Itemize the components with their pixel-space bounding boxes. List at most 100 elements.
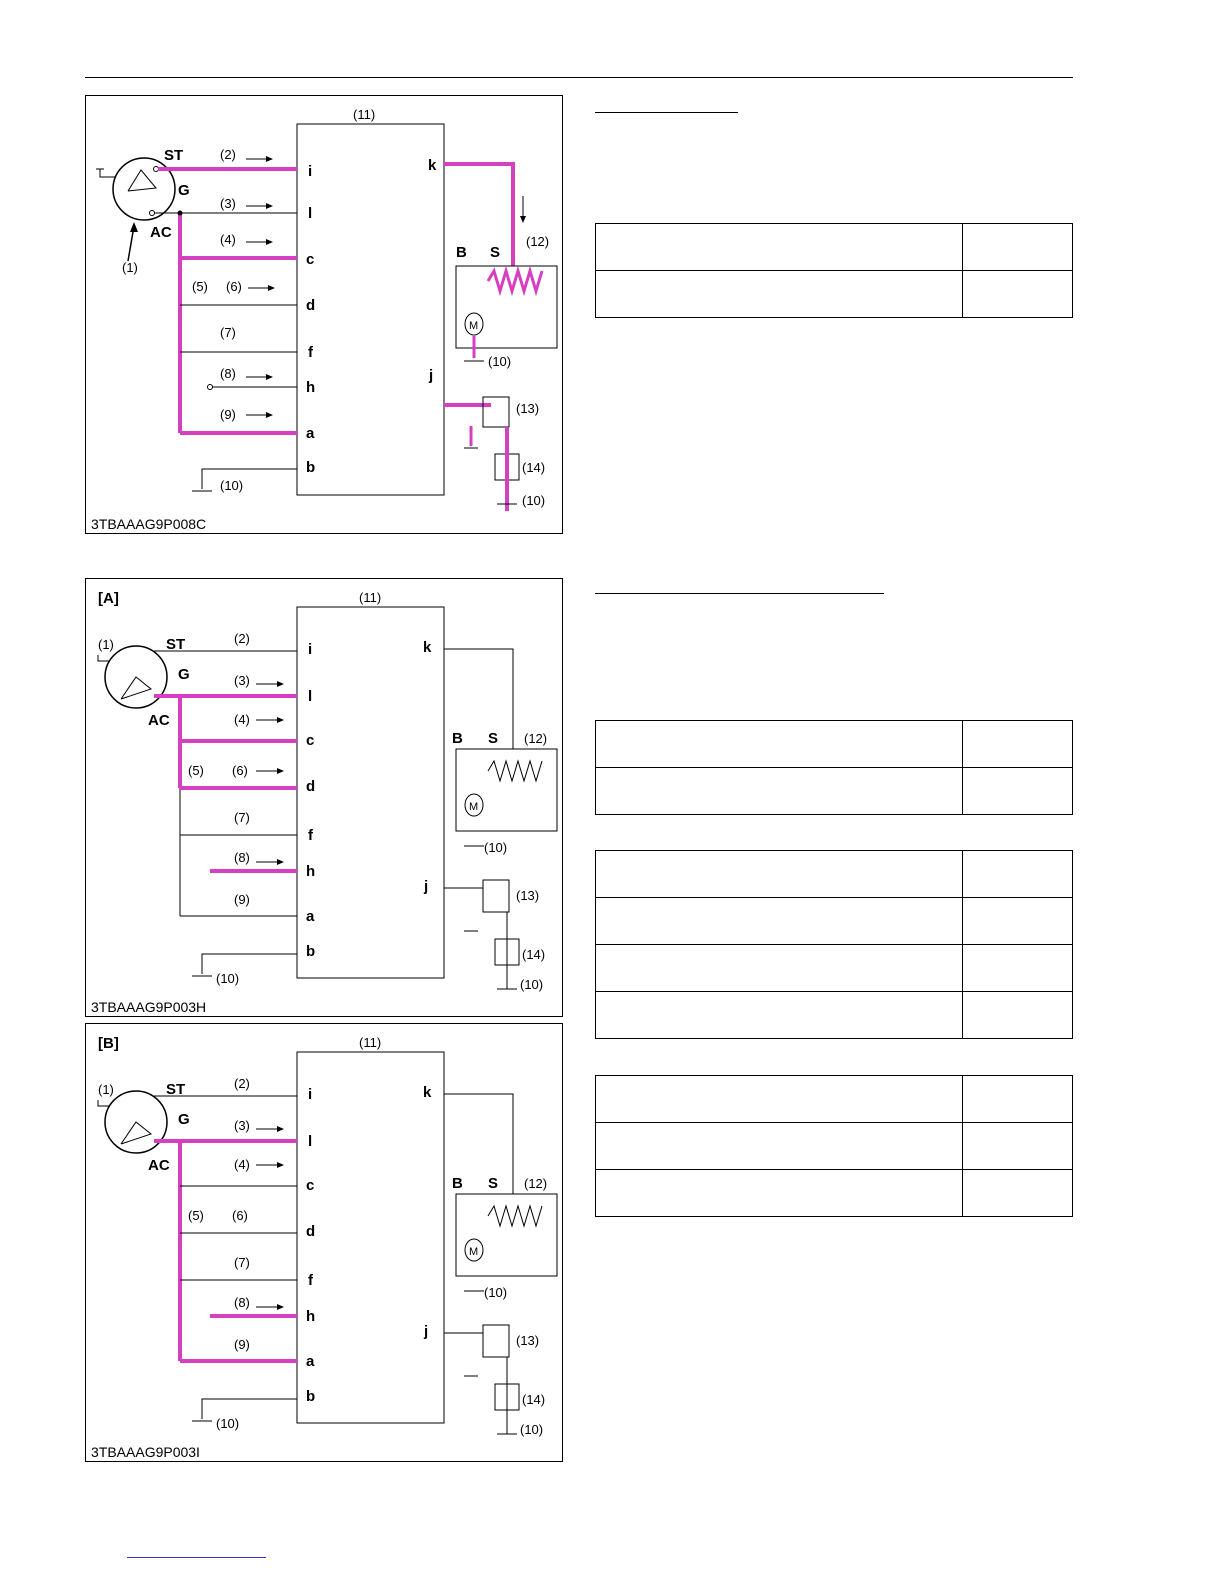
svg-text:B: B [452,1175,463,1192]
svg-text:k: k [423,1084,432,1101]
svg-text:(7): (7) [234,810,250,825]
figure-caption: 3TBAAAG9P003H [91,999,207,1015]
figure-caption: 3TBAAAG9P008C [91,516,207,532]
svg-text:(12): (12) [526,234,549,249]
table-row [595,1169,1073,1217]
svg-text:(8): (8) [234,850,250,865]
svg-text:h: h [306,863,315,880]
svg-text:(14): (14) [522,1392,545,1407]
svg-text:(3): (3) [220,196,236,211]
table-row [595,1075,1073,1123]
svg-text:l: l [308,688,312,705]
svg-text:(8): (8) [234,1295,250,1310]
svg-text:(10): (10) [216,971,239,986]
svg-text:(7): (7) [234,1255,250,1270]
svg-text:(6): (6) [232,1208,248,1223]
svg-text:b: b [306,459,315,476]
svg-text:(10): (10) [220,478,243,493]
svg-text:(1): (1) [98,637,114,652]
svg-text:(12): (12) [524,731,547,746]
svg-text:[A]: [A] [98,590,119,607]
svg-text:(3): (3) [234,1118,250,1133]
svg-text:(10): (10) [520,977,543,992]
header-rule [85,77,1073,78]
svg-text:(1): (1) [122,260,138,275]
svg-text:(13): (13) [516,888,539,903]
svg-text:(10): (10) [484,1285,507,1300]
svg-text:(11): (11) [359,590,381,605]
svg-text:(2): (2) [234,1076,250,1091]
svg-text:c: c [306,1177,314,1194]
svg-text:b: b [306,1388,315,1405]
svg-text:d: d [306,778,315,795]
svg-text:B: B [456,244,467,261]
svg-text:[B]: [B] [98,1035,119,1052]
svg-text:(14): (14) [522,460,545,475]
table-row [595,1122,1073,1170]
svg-text:(5): (5) [188,1208,204,1223]
svg-text:(6): (6) [226,279,242,294]
svg-text:l: l [308,205,312,222]
svg-text:(6): (6) [232,763,248,778]
svg-text:G: G [178,182,190,199]
svg-text:M: M [469,1246,478,1258]
footer-link-underline[interactable] [127,1557,266,1558]
svg-text:b: b [306,943,315,960]
svg-text:(11): (11) [353,107,375,122]
svg-text:(2): (2) [220,147,236,162]
svg-text:i: i [308,1086,312,1103]
svg-text:(10): (10) [522,493,545,508]
svg-text:h: h [306,379,315,396]
svg-text:(14): (14) [522,947,545,962]
section-heading-underline [595,112,738,113]
svg-text:d: d [306,297,315,314]
svg-text:(11): (11) [359,1035,381,1050]
wiring-diagram-1-svg: (11) ST G AC (1) (2) (3) (4) (5) (6) [96,107,558,511]
svg-text:f: f [308,827,314,844]
svg-text:l: l [308,1133,312,1150]
svg-text:(4): (4) [234,1157,250,1172]
svg-text:(10): (10) [216,1416,239,1431]
svg-text:f: f [308,1272,314,1289]
svg-text:M: M [469,320,478,332]
svg-text:(13): (13) [516,1333,539,1348]
svg-text:(9): (9) [234,1337,250,1352]
svg-text:G: G [178,666,190,683]
svg-text:(4): (4) [234,712,250,727]
svg-text:c: c [306,732,314,749]
spec-table-3 [595,850,1073,1039]
spec-table-4 [595,1075,1073,1217]
svg-text:j: j [423,878,428,895]
table-row [595,850,1073,898]
wiring-diagram-figure-2: [A] (11) (1) ST G AC (2) (3) (4) (5) (6)… [85,578,563,1017]
svg-text:(8): (8) [220,366,236,381]
svg-text:(2): (2) [234,631,250,646]
svg-text:S: S [488,730,498,747]
svg-text:(13): (13) [516,401,539,416]
svg-text:a: a [306,425,315,442]
svg-text:h: h [306,1308,315,1325]
figure-caption: 3TBAAAG9P003I [91,1444,200,1460]
svg-text:S: S [490,244,500,261]
svg-text:(5): (5) [192,279,208,294]
table-row [595,270,1073,318]
svg-text:M: M [469,801,478,813]
svg-text:B: B [452,730,463,747]
svg-text:(5): (5) [188,763,204,778]
wiring-diagram-figure-3: [B] (11) (1) ST G AC (2) (3) (4) (5) (6)… [85,1023,563,1462]
svg-text:(10): (10) [520,1422,543,1437]
svg-text:(9): (9) [220,407,236,422]
wiring-diagram-3-svg: [B] (11) (1) ST G AC (2) (3) (4) (5) (6)… [97,1035,558,1437]
svg-text:(3): (3) [234,673,250,688]
svg-text:AC: AC [148,1157,170,1174]
svg-text:(4): (4) [220,232,236,247]
svg-text:a: a [306,908,315,925]
table-row [595,944,1073,992]
spec-table-2 [595,720,1073,815]
svg-text:ST: ST [166,1081,185,1098]
svg-text:(9): (9) [234,892,250,907]
svg-text:ST: ST [166,636,185,653]
svg-text:j: j [423,1323,428,1340]
table-row [595,897,1073,945]
svg-text:k: k [428,157,437,174]
